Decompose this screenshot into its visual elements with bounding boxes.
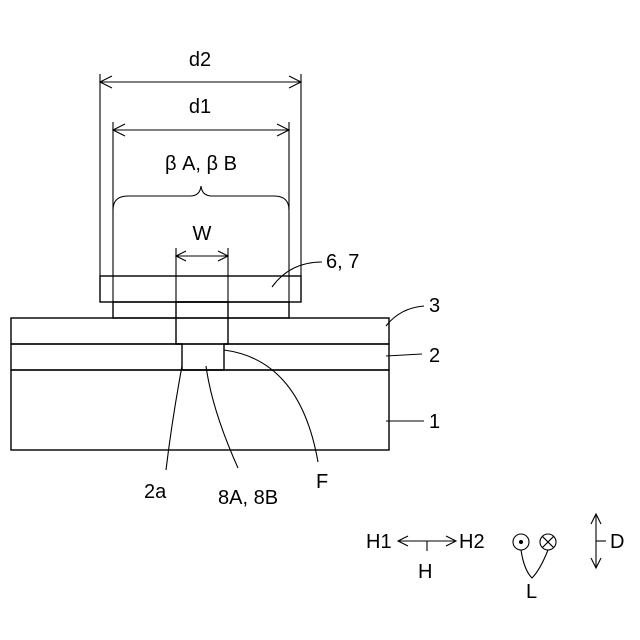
leader-hole-2a <box>166 366 182 470</box>
layer-1-substrate <box>11 370 389 450</box>
via-8a-8b <box>176 302 228 370</box>
leader-f <box>224 350 318 462</box>
layer-2-dotted <box>11 344 389 370</box>
leader-layer-2 <box>386 354 422 356</box>
label-d: D <box>610 531 624 553</box>
label-h2: H2 <box>459 531 485 553</box>
label-d2: d2 <box>189 49 211 71</box>
label-l: L <box>526 581 537 603</box>
label-beta: β A, β B <box>165 153 237 175</box>
label-layer-2: 2 <box>429 345 440 367</box>
h-direction-arrow <box>398 536 456 551</box>
leader-layer-3 <box>386 306 424 326</box>
label-h1: H1 <box>366 531 392 553</box>
label-w: W <box>193 223 212 245</box>
beta-brace <box>113 186 289 210</box>
layer-3-hatched <box>11 318 389 344</box>
label-via: 8A, 8B <box>218 487 278 509</box>
label-d1: d1 <box>189 96 211 118</box>
leader-electrode <box>272 262 322 287</box>
label-hole-2a: 2a <box>144 481 167 503</box>
under-electrode-strip <box>113 302 289 318</box>
dimension-w <box>176 248 228 302</box>
electrode-6-7 <box>100 276 301 302</box>
leader-via <box>206 366 238 468</box>
dot-circle-icon <box>513 534 529 550</box>
dimension-d1 <box>113 122 289 302</box>
label-electrode: 6, 7 <box>326 251 359 273</box>
label-layer-1: 1 <box>429 411 440 433</box>
d-direction-arrow <box>591 514 606 568</box>
cross-circle-icon <box>540 534 556 550</box>
leader-l <box>521 550 548 578</box>
label-f: F <box>316 471 328 493</box>
label-h: H <box>418 561 432 583</box>
label-layer-3: 3 <box>429 295 440 317</box>
